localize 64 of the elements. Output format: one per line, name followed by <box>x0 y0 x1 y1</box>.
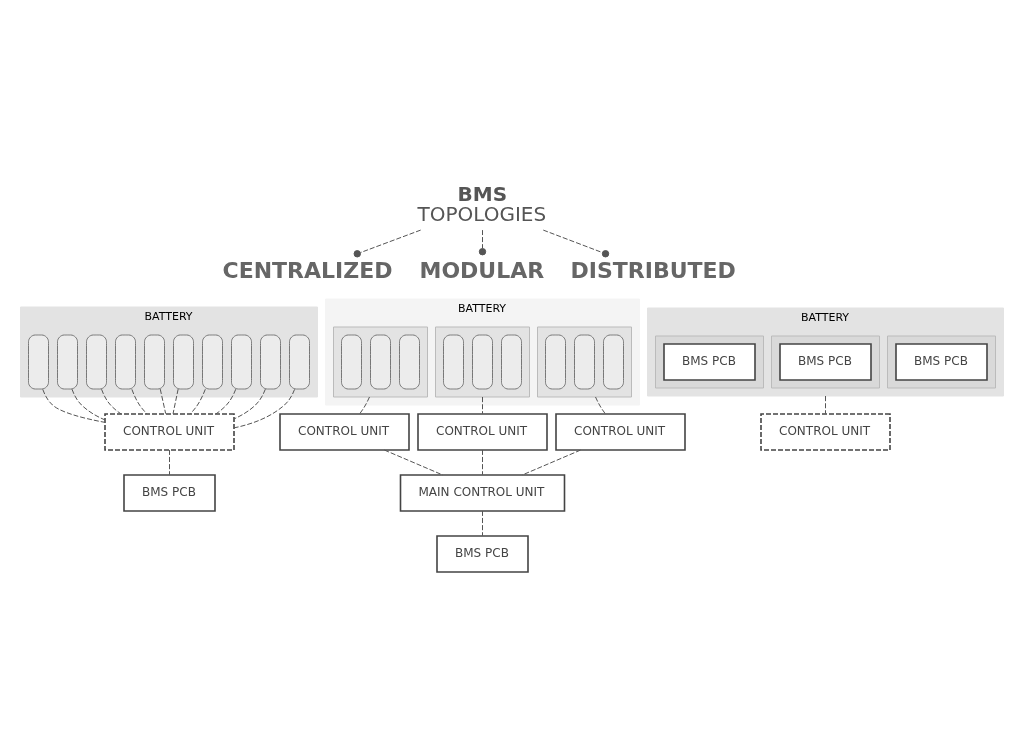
node-box <box>472 334 493 390</box>
node-box <box>260 334 281 390</box>
node-box: BMS PCB <box>779 343 872 381</box>
connector <box>478 229 487 256</box>
connector <box>595 396 606 415</box>
node-box: CONTROL UNIT <box>417 413 548 451</box>
connector <box>215 388 237 415</box>
connector <box>233 388 296 429</box>
cluster <box>887 335 996 389</box>
connector <box>482 449 483 476</box>
cluster <box>655 335 764 389</box>
connector <box>233 388 266 420</box>
cluster <box>333 326 428 398</box>
connector <box>482 396 483 415</box>
connector <box>42 388 106 423</box>
connector <box>189 388 206 415</box>
connector <box>71 388 106 421</box>
connector <box>383 449 444 476</box>
node-box: CONTROL UNIT <box>279 413 410 451</box>
connector <box>159 388 167 415</box>
node-box: BMS PCB <box>663 343 756 381</box>
connector <box>172 388 179 415</box>
node-box <box>603 334 624 390</box>
node-box: CONTROL UNIT <box>760 413 891 451</box>
node-box <box>574 334 595 390</box>
connector <box>131 388 148 415</box>
node-box: CONTROL UNIT <box>555 413 686 451</box>
node-box <box>443 334 464 390</box>
connector <box>101 388 122 415</box>
cluster <box>771 335 880 389</box>
node-text: BMS TOPOLOGIES <box>417 182 547 226</box>
cluster <box>537 326 632 398</box>
connector <box>353 229 422 258</box>
node-box: BMS PCB <box>895 343 988 381</box>
node-box <box>231 334 252 390</box>
node-box <box>501 334 522 390</box>
cluster <box>435 326 530 398</box>
node-box: CONTROL UNIT <box>104 413 235 451</box>
connector <box>482 510 483 537</box>
node-box <box>202 334 223 390</box>
node-box <box>115 334 136 390</box>
cluster: BATTERY <box>325 298 640 406</box>
node-box <box>289 334 310 390</box>
node-box <box>28 334 49 390</box>
node-box <box>86 334 107 390</box>
node-box: MAIN CONTROL UNIT <box>399 474 566 512</box>
node-box <box>341 334 362 390</box>
connector <box>521 449 582 476</box>
node-box <box>370 334 391 390</box>
connector <box>542 229 610 258</box>
connector <box>359 396 370 415</box>
node-box <box>57 334 78 390</box>
cluster: BATTERY <box>20 306 318 398</box>
node-box <box>173 334 194 390</box>
node-text: MODULAR <box>419 257 545 283</box>
connector <box>169 449 170 476</box>
node-box <box>399 334 420 390</box>
node-box: BMS PCB <box>123 474 216 512</box>
node-text: DISTRIBUTED <box>570 257 736 283</box>
node-text: CENTRALIZED <box>222 257 393 283</box>
node-box <box>144 334 165 390</box>
connector <box>825 395 826 415</box>
node-box <box>545 334 566 390</box>
node-box: BMS PCB <box>436 535 529 573</box>
